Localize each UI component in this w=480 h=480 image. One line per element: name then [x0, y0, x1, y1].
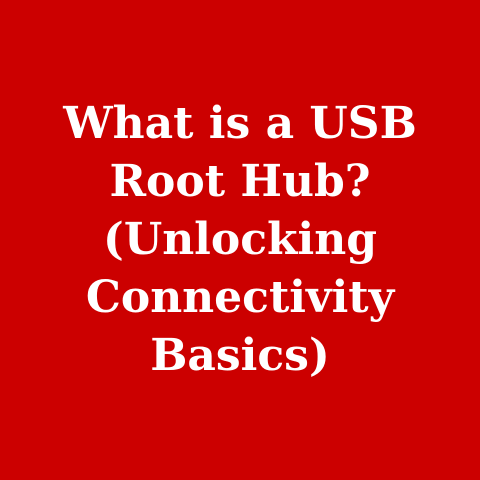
title-line-3: (Unlocking — [103, 214, 377, 265]
title-line-5: Basics) — [150, 330, 330, 381]
page-title: What is a USB Root Hub? (Unlocking Conne… — [63, 95, 417, 385]
title-line-2: Root Hub? — [109, 156, 371, 207]
title-line-4: Connectivity — [85, 272, 395, 323]
title-line-1: What is a USB — [63, 98, 417, 149]
